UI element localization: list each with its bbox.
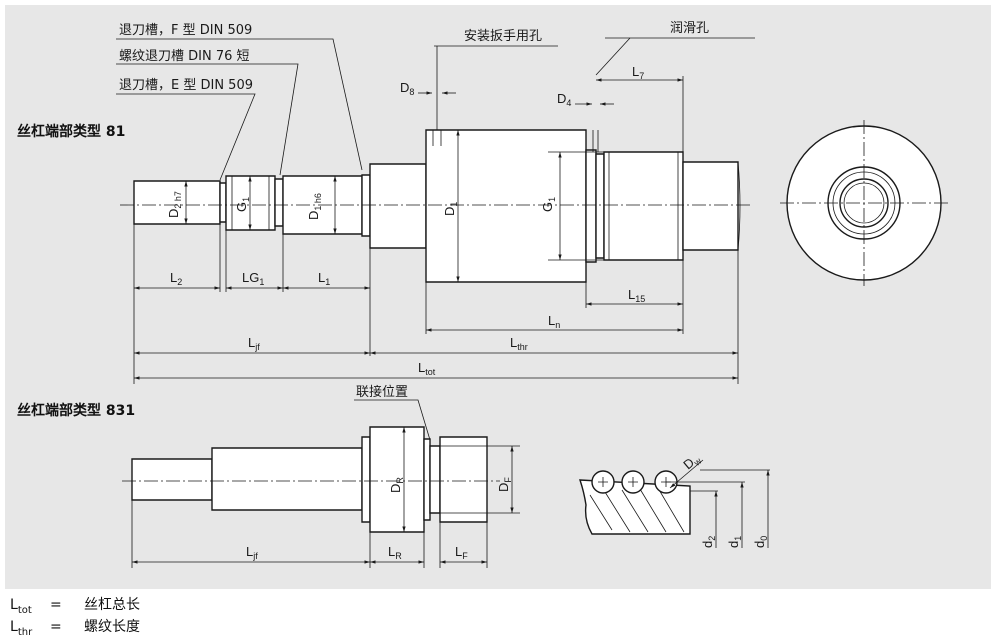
end-view [780,120,948,286]
dim-l1: L1 [318,270,330,287]
dim-d8: D8 [400,80,414,97]
dim-lg1: LG1 [242,270,264,287]
dim-lr: LR [388,544,402,561]
dim-df: DF [496,477,513,492]
legend-ltot: Ltot=丝杠总长 [10,597,140,616]
dim-d1-h6: D1 h6 [306,193,323,220]
dim-l2: L2 [170,270,182,287]
dim-dr: DR [388,477,405,493]
legend-lthr: Lthr=螺纹长度 [10,619,140,638]
dim-l7: L7 [632,64,644,81]
legend-desc: 丝杠总长 [84,597,140,613]
note-undercut-e: 退刀槽，E 型 DIN 509 [119,78,253,93]
legend-symbol: Lthr [10,619,33,638]
note-joint-position: 联接位置 [356,384,408,400]
legend-desc: 螺纹长度 [84,619,140,635]
dim-l15: L15 [628,287,645,304]
ball-thread-detail [579,459,770,548]
wrench-hole [432,130,442,146]
dim-ljf: Ljf [248,335,260,352]
dim-lf: LF [455,544,468,561]
dim-dw: Dw [680,450,703,474]
leaders-81 [116,37,755,181]
leader-joint [354,399,431,441]
dim-ln: Ln [548,313,560,330]
dim-g1-nut: G1 [540,197,557,212]
dim-d1-ball: d1 [726,536,743,548]
note-thread-undercut: 螺纹退刀槽 DIN 76 短 [119,49,250,64]
note-undercut-f: 退刀槽，F 型 DIN 509 [119,23,252,38]
dim-lthr: Lthr [510,335,528,352]
dim-g1-thread: G1 [234,197,251,212]
screw-end-831-shaft [131,426,488,533]
dims-top [418,76,684,152]
heading-type-831: 丝杠端部类型 831 [17,402,135,419]
dim-d2: D2 h7 [166,191,183,218]
dims-vertical-81 [184,130,604,282]
lubrication-hole [592,130,599,152]
heading-type-81: 丝杠端部类型 81 [17,123,125,140]
screw-end-81-shaft [133,129,741,283]
dims-831 [131,427,520,568]
dim-d1-nut: D1 [442,202,459,216]
dim-ljf-831: Ljf [246,544,258,561]
dim-d4: D4 [557,91,571,108]
note-lubrication-hole: 润滑孔 [670,21,709,36]
dim-d0-ball: d0 [752,536,769,548]
note-wrench-hole: 安装扳手用孔 [464,28,542,44]
legend-symbol: Ltot [10,597,32,616]
dims-horizontal-81 [133,224,739,384]
dim-d2-ball: d2 [700,536,717,548]
dim-ltot: Ltot [418,360,436,377]
